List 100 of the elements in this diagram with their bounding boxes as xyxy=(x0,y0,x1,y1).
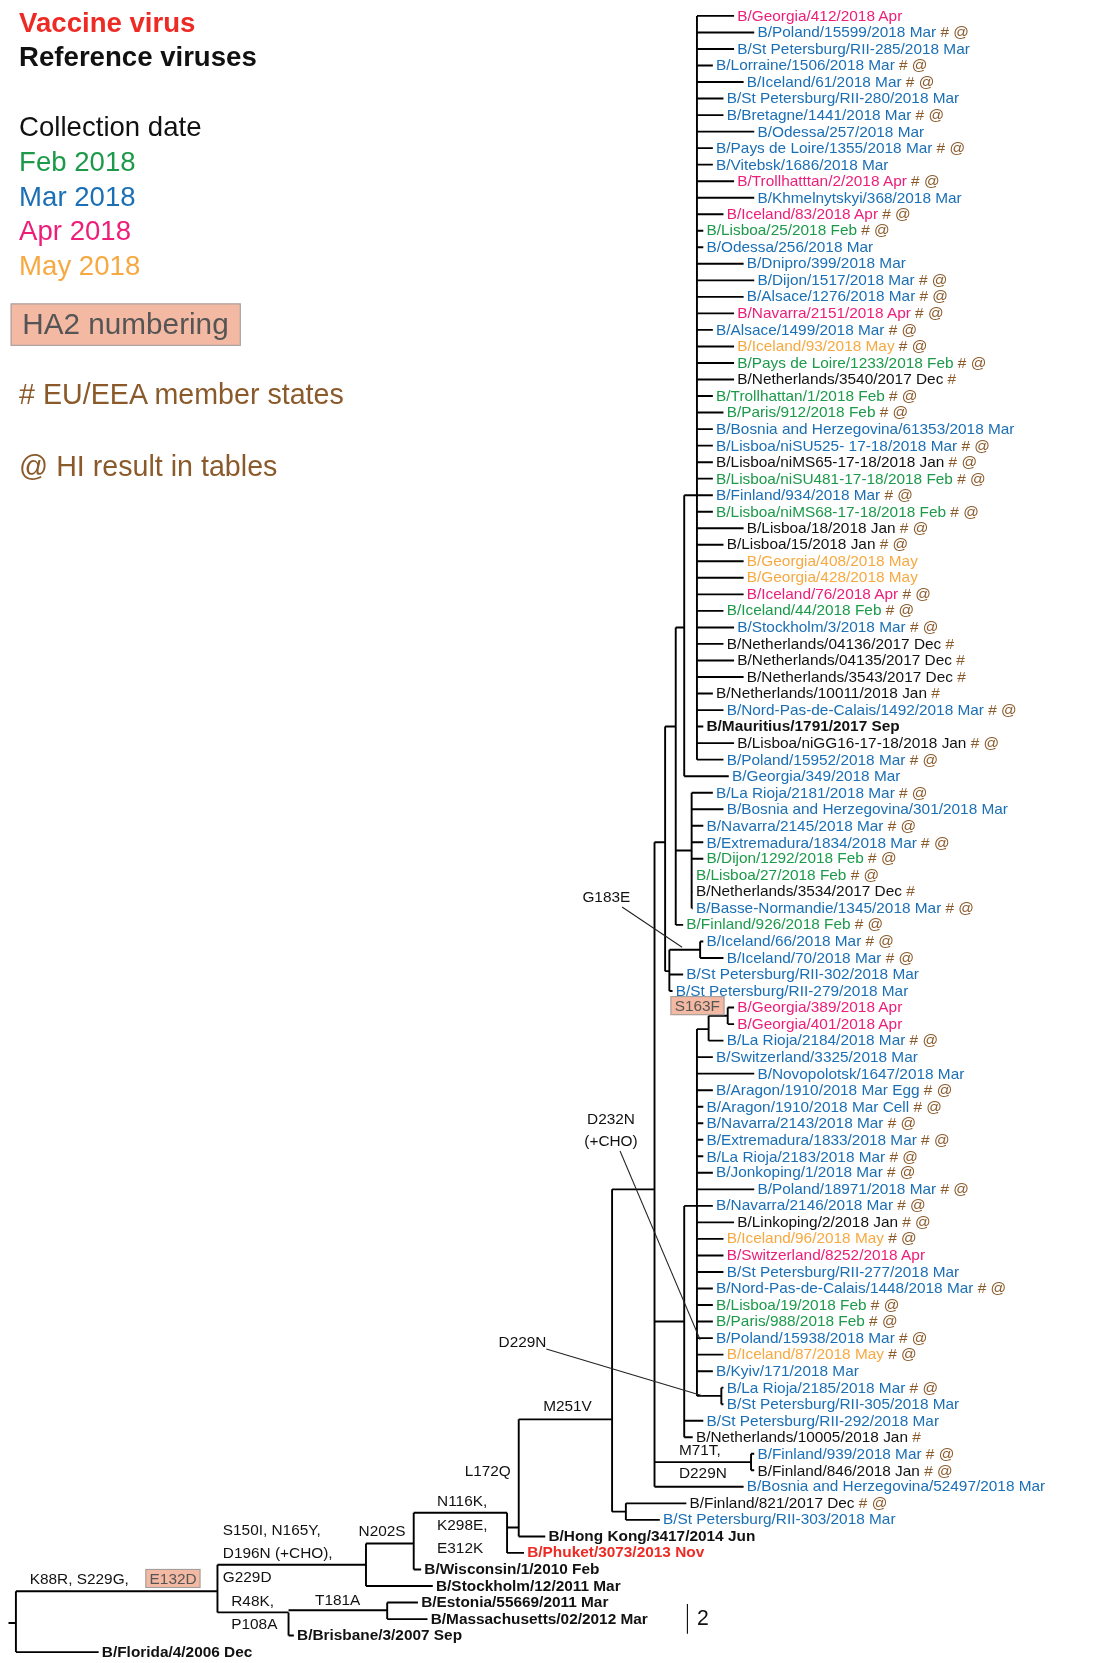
highlighted-mutation-label: E132D xyxy=(145,1568,201,1588)
strain-label: B/Extremadura/1833/2018 Mar xyxy=(706,1130,917,1149)
marker-symbols: # @ xyxy=(889,1147,918,1166)
strain-label: B/Paris/912/2018 Feb xyxy=(726,403,876,422)
marker-symbols: # @ xyxy=(861,221,890,240)
strain-label: B/Switzerland/8252/2018 Apr xyxy=(726,1246,926,1265)
marker-symbols: # @ xyxy=(899,783,928,802)
strain-label: B/Netherlands/10011/2018 Jan xyxy=(716,684,927,703)
strain-label: B/Iceland/70/2018 Mar xyxy=(726,948,882,967)
strain-label: B/Massachusetts/02/2012 Mar xyxy=(430,1610,648,1629)
strain-label: B/Odessa/257/2018 Mar xyxy=(757,122,925,141)
strain-label: B/La Rioja/2181/2018 Mar xyxy=(716,783,895,802)
strain-label: B/Aragon/1910/2018 Mar Cell xyxy=(706,1097,910,1116)
marker-symbols: # @ xyxy=(940,23,969,42)
marker-symbols: # xyxy=(956,651,965,670)
marker-symbols: # xyxy=(947,370,957,389)
strain-label: B/Poland/15599/2018 Mar xyxy=(757,23,937,42)
strain-label: B/Iceland/61/2018 Mar xyxy=(746,73,902,92)
marker-symbols: # @ xyxy=(882,205,911,224)
strain-label: B/Extremadura/1834/2018 Mar xyxy=(706,833,917,852)
strain-label: B/La Rioja/2183/2018 Mar xyxy=(706,1147,886,1166)
marker-symbols: # @ xyxy=(977,1279,1007,1298)
strain-label: B/Estonia/55669/2011 Mar xyxy=(421,1593,609,1612)
strain-label: B/Finland/939/2018 Mar xyxy=(757,1444,922,1463)
strain-label: B/Netherlands/04136/2017 Dec xyxy=(726,634,942,653)
strain-label: B/Aragon/1910/2018 Mar Egg xyxy=(716,1081,920,1100)
strain-label: B/Paris/988/2018 Feb xyxy=(716,1312,865,1331)
marker-symbols: # @ xyxy=(899,56,928,75)
strain-label: B/St Petersburg/RII-305/2018 Mar xyxy=(726,1395,960,1414)
marker-symbols: # @ xyxy=(899,519,929,538)
marker-symbols: # @ xyxy=(924,1461,953,1480)
strain-label: B/Netherlands/3540/2017 Dec xyxy=(737,370,944,389)
marker-symbols: # @ xyxy=(885,601,915,620)
legend-text: Reference viruses xyxy=(19,40,257,74)
strain-label: B/Iceland/76/2018 Apr xyxy=(746,585,899,604)
marker-symbols: # @ xyxy=(884,486,913,505)
highlight-key-label: HA2 numbering xyxy=(10,303,241,346)
strain-label: B/Lisboa/niSU481-17-18/2018 Feb xyxy=(716,469,953,488)
strain-label: B/Bosnia and Herzegovina/61353/2018 Mar xyxy=(716,420,1015,439)
strain-label: B/Vitebsk/1686/2018 Mar xyxy=(716,155,889,174)
marker-symbols: # @ xyxy=(925,1444,955,1463)
strain-label: B/Dijon/1292/2018 Feb xyxy=(706,849,864,868)
mutation-label: D229N xyxy=(498,1331,547,1353)
marker-symbols: # @ xyxy=(921,1130,950,1149)
strain-label: B/Florida/4/2006 Dec xyxy=(101,1643,253,1662)
legend-text: Collection date xyxy=(19,110,202,144)
marker-symbols: # @ xyxy=(888,1345,917,1364)
marker-symbols: # @ xyxy=(887,1163,916,1182)
strain-label: B/St Petersburg/RII-280/2018 Mar xyxy=(726,89,960,108)
marker-symbols: # @ xyxy=(888,1229,917,1248)
mutation-label: L172Q xyxy=(464,1460,511,1480)
strain-label: B/Netherlands/3534/2017 Dec xyxy=(695,882,902,901)
marker-symbols: # @ xyxy=(879,535,909,554)
mutation-label: S150I, N165Y, D196N (+CHO), G229D xyxy=(222,1520,334,1587)
strain-label: B/Wisconsin/1/2010 Feb xyxy=(424,1560,600,1579)
strain-label: B/Mauritius/1791/2017 Sep xyxy=(706,717,900,736)
marker-symbols: # @ xyxy=(879,403,909,422)
strain-label: B/Dnipro/399/2018 Mar xyxy=(746,254,906,273)
marker-symbols: # @ xyxy=(898,337,928,356)
marker-symbols: # @ xyxy=(921,833,950,852)
legend-text: Vaccine virus xyxy=(19,6,196,40)
strain-label: B/Linkoping/2/2018 Jan xyxy=(737,1213,899,1232)
strain-label: B/Lorraine/1506/2018 Mar xyxy=(716,56,895,75)
strain-label: B/Iceland/96/2018 May xyxy=(726,1229,884,1248)
strain-label: B/Poland/15938/2018 Mar xyxy=(716,1329,895,1348)
strain-label: B/Georgia/428/2018 May xyxy=(746,568,918,587)
marker-symbols: # @ xyxy=(909,1378,939,1397)
legend-text: # EU/EEA member states xyxy=(19,378,344,412)
marker-symbols: # @ xyxy=(911,172,940,191)
marker-symbols: # @ xyxy=(923,1081,953,1100)
marker-symbols: # @ xyxy=(887,816,917,835)
marker-symbols: # @ xyxy=(869,1312,898,1331)
marker-symbols: # @ xyxy=(854,915,884,934)
strain-label: B/Bretagne/1441/2018 Mar xyxy=(726,106,912,125)
strain-label: B/Nord-Pas-de-Calais/1448/2018 Mar xyxy=(716,1279,974,1298)
marker-symbols: # @ xyxy=(905,73,935,92)
mutation-label: R48K, P108A xyxy=(231,1591,279,1635)
strain-label: B/St Petersburg/RII-277/2018 Mar xyxy=(726,1262,960,1281)
strain-label: B/Lisboa/25/2018 Feb xyxy=(706,221,857,240)
strain-label: B/Phuket/3073/2013 Nov xyxy=(527,1543,705,1562)
marker-symbols: # @ xyxy=(902,1213,931,1232)
strain-label: B/Lisboa/niMS65-17-18/2018 Jan xyxy=(716,453,945,472)
mutation-label: N116K, K298E, E312K xyxy=(437,1491,489,1559)
marker-symbols: # xyxy=(945,634,955,653)
marker-symbols: # @ xyxy=(888,320,918,339)
strain-label: B/Netherlands/04135/2017 Dec xyxy=(737,651,952,670)
leader-line xyxy=(545,1348,704,1397)
marker-symbols: # @ xyxy=(885,948,915,967)
strain-label: B/La Rioja/2185/2018 Mar xyxy=(726,1378,906,1397)
strain-label: B/Basse-Normandie/1345/2018 Mar xyxy=(695,899,942,918)
strain-label: B/Pays de Loire/1355/2018 Mar xyxy=(716,139,933,158)
marker-symbols: # @ xyxy=(957,469,986,488)
strain-label: B/Kyiv/171/2018 Mar xyxy=(716,1362,859,1381)
strain-label: B/Brisbane/3/2007 Sep xyxy=(297,1626,463,1645)
strain-label: B/Iceland/44/2018 Feb xyxy=(726,601,882,620)
marker-symbols: # @ xyxy=(902,585,931,604)
strain-label: B/Finland/821/2017 Dec xyxy=(689,1494,855,1513)
strain-label: B/Bosnia and Herzegovina/301/2018 Mar xyxy=(726,800,1008,819)
strain-label: B/St Petersburg/RII-285/2018 Mar xyxy=(737,39,970,58)
marker-symbols: # @ xyxy=(909,618,939,637)
